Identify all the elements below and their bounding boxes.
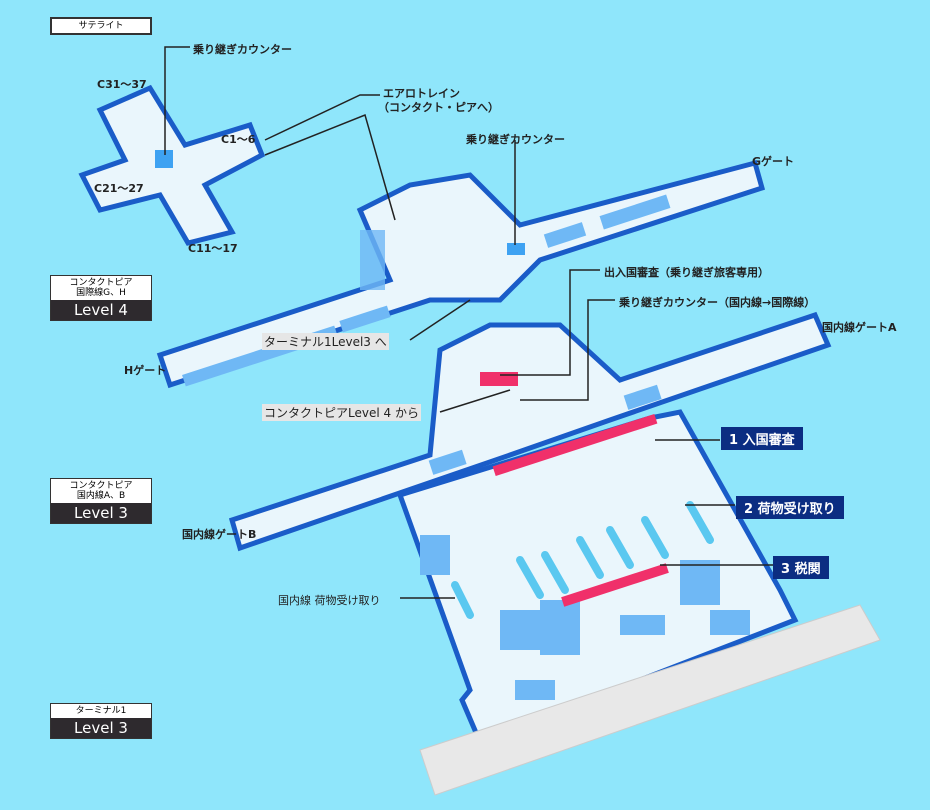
step-baggage-badge: 2 荷物受け取り bbox=[736, 496, 844, 519]
caption: ターミナル1 bbox=[75, 706, 127, 716]
road bbox=[419, 604, 881, 796]
from-pier-label: コンタクトピアLevel 4 から bbox=[262, 404, 421, 421]
caption: コンタクトピア bbox=[69, 481, 133, 491]
gate-label: C21～27 bbox=[94, 182, 144, 195]
satellite-transfer-counter-label: 乗り継ぎカウンター bbox=[193, 43, 292, 56]
level-label: Level 3 bbox=[51, 503, 151, 523]
gate-b-label: 国内線ゲートB bbox=[182, 528, 257, 541]
level3-pier bbox=[228, 311, 832, 552]
leader-lines bbox=[164, 46, 775, 599]
immigration-transfer-label: 出入国審査（乗り継ぎ旅客専用） bbox=[604, 266, 769, 279]
gate-label: C1～6 bbox=[221, 133, 256, 146]
transfer-domestic-label: 乗り継ぎカウンター（国内線→国際線） bbox=[619, 296, 816, 309]
step-customs-badge: 3 税関 bbox=[773, 556, 829, 579]
satellite-caption: サテライト bbox=[50, 17, 152, 35]
l4-transfer-counter-label: 乗り継ぎカウンター bbox=[466, 133, 565, 146]
level4-legend: コンタクトピア国際線G、H Level 4 bbox=[50, 275, 152, 321]
terminal1-legend: ターミナル1 Level 3 bbox=[50, 703, 152, 739]
gate-label: C11～17 bbox=[188, 242, 238, 255]
gate-a-label: 国内線ゲートA bbox=[822, 321, 897, 334]
baggage-carousels bbox=[451, 501, 714, 619]
g-gate-label: Gゲート bbox=[752, 155, 795, 168]
aerotrain-label: エアロトレイン bbox=[383, 87, 460, 100]
domestic-baggage-label: 国内線 荷物受け取り bbox=[278, 594, 381, 607]
aerotrain-sub-label: （コンタクト・ピアへ） bbox=[378, 101, 499, 114]
caption: 国際線G、H bbox=[76, 288, 126, 298]
level3-pier-legend: コンタクトピア国内線A、B Level 3 bbox=[50, 478, 152, 524]
step-immigration-badge: 1 入国審査 bbox=[721, 427, 803, 450]
building-blocks bbox=[155, 150, 750, 700]
gate-label: C31～37 bbox=[97, 78, 147, 91]
level-label: Level 3 bbox=[51, 718, 151, 738]
to-terminal-label: ターミナル1Level3 へ bbox=[262, 333, 389, 350]
level-label: Level 4 bbox=[51, 300, 151, 320]
caption: コンタクトピア bbox=[69, 278, 133, 288]
h-gate-label: Hゲート bbox=[124, 364, 167, 377]
caption: 国内線A、B bbox=[76, 491, 126, 501]
